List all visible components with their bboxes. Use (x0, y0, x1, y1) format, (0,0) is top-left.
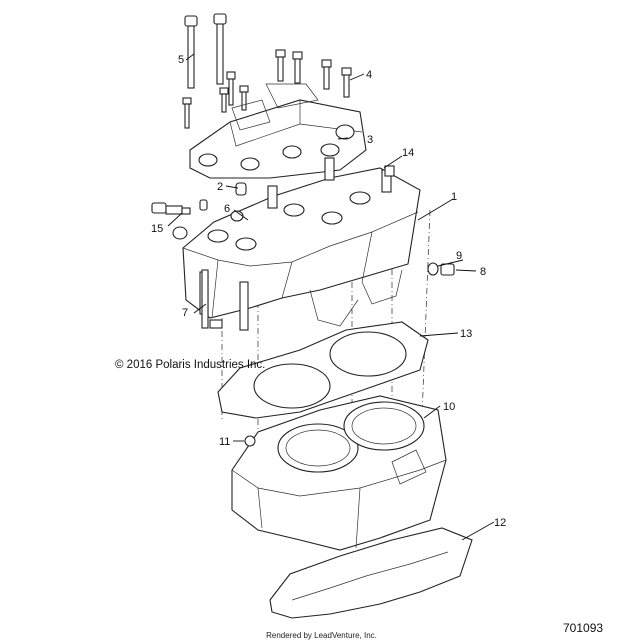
callout-7: 7 (182, 307, 188, 319)
callout-8: 8 (480, 266, 486, 278)
callout-13: 13 (460, 328, 472, 340)
rendered-by-credit: Rendered by LeadVenture, Inc. (266, 631, 377, 640)
head-gasket-part-13 (217, 321, 429, 419)
callout-15: 15 (151, 223, 163, 235)
sensor-part-15 (151, 202, 191, 240)
callout-12: 12 (494, 517, 506, 529)
callout-14: 14 (402, 147, 414, 159)
dowel-part-2 (199, 182, 247, 211)
copyright-notice: © 2016 Polaris Industries Inc. (115, 359, 266, 371)
base-gasket-part-12 (269, 527, 473, 619)
diagram-number: 701093 (563, 621, 604, 635)
callout-4: 4 (366, 69, 372, 81)
callout-2: 2 (217, 181, 223, 193)
callout-1: 1 (451, 191, 457, 203)
callout-3: 3 (367, 134, 373, 146)
callout-11: 11 (219, 436, 230, 448)
callout-5: 5 (178, 54, 184, 66)
small-fasteners (230, 165, 395, 222)
callouts: 1 2 3 4 5 6 7 8 9 10 11 12 13 14 15 (151, 54, 506, 529)
head-bolts-part-5 (184, 13, 236, 106)
cam-carrier-part-3 (189, 83, 367, 179)
callout-9: 9 (456, 250, 462, 262)
leader-lines (167, 53, 495, 541)
callout-10: 10 (443, 401, 455, 413)
stud-part-7 (201, 269, 223, 329)
cylinder-block-part-10 (231, 395, 447, 551)
callout-6: 6 (224, 203, 230, 215)
cylinder-head-part-1 (182, 157, 421, 331)
plug-and-washer-parts-8-9 (427, 262, 455, 276)
